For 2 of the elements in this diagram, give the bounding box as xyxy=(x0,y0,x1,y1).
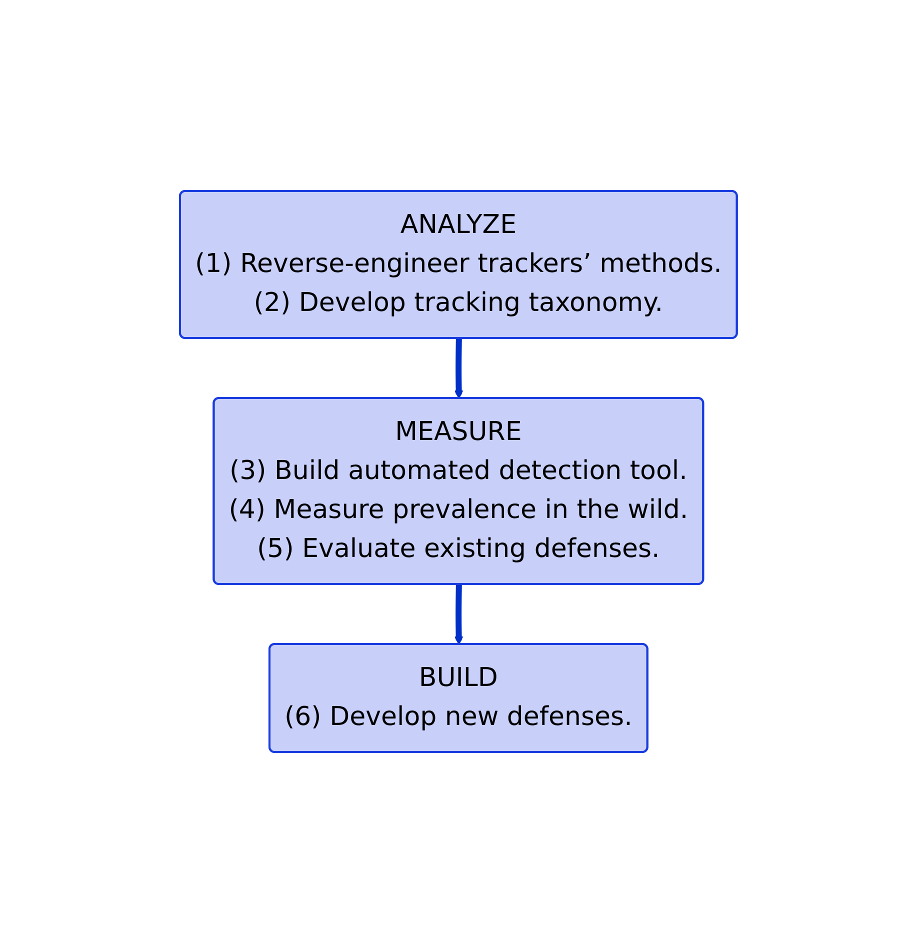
arrow xyxy=(454,338,463,399)
arrow xyxy=(454,584,463,645)
